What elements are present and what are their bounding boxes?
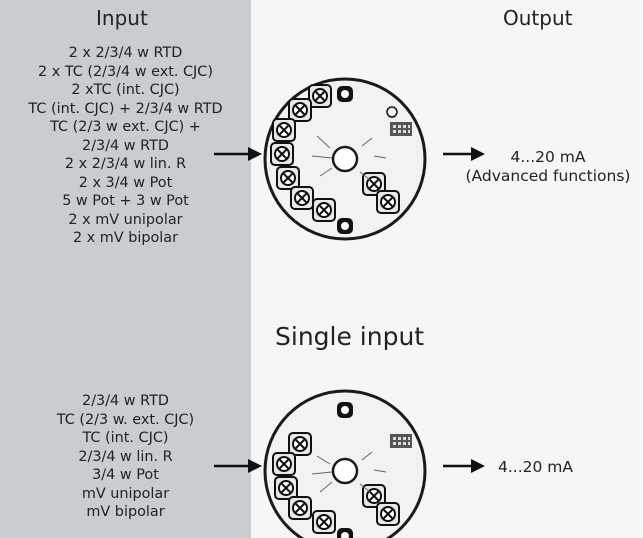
single-input-item: 3/4 w Pot (92, 467, 159, 483)
dual-input-item: 5 w Pot + 3 w Pot (62, 193, 189, 209)
dual-input-list: 2 x 2/3/4 w RTD 2 x TC (2/3/4 w ext. CJC… (0, 44, 251, 248)
pcb-traces (311, 451, 387, 493)
dual-output-label: 4...20 mA (Advanced functions) (453, 148, 643, 186)
dual-output-range: 4...20 mA (510, 148, 586, 166)
terminal-screws (270, 84, 400, 222)
transmitter-device-single (263, 389, 427, 538)
mounting-holes (337, 86, 398, 234)
input-heading: Input (96, 6, 148, 30)
dual-input-item: 2 x 3/4 w Pot (78, 174, 173, 191)
dual-input-item: 2/3/4 w RTD (82, 137, 169, 154)
dual-input-item: 2 x TC (2/3/4 w ext. CJC) (38, 63, 213, 80)
dual-input-item: 2 x mV bipolar (72, 230, 179, 246)
dual-input-item: TC (int. CJC) + 2/3/4 w RTD (28, 100, 223, 117)
single-input-title: Single input (275, 322, 425, 351)
output-heading: Output (503, 6, 573, 30)
input-arrow (214, 147, 262, 161)
single-input-item: TC (2/3 w. ext. CJC) (56, 411, 195, 428)
dual-input-item: 2 x 2/3/4 w lin. R (64, 156, 187, 172)
single-input-arrow (214, 459, 262, 473)
dual-input-item: 2 x mV unipolar (68, 211, 183, 228)
single-input-item: 2/3/4 w lin. R (78, 448, 173, 465)
pcb-traces (311, 135, 387, 181)
single-input-item: mV bipolar (86, 504, 165, 520)
input-panel (0, 0, 251, 538)
single-input-item: mV unipolar (81, 485, 170, 502)
dual-output-note: (Advanced functions) (465, 167, 631, 185)
configuration-connector (390, 434, 412, 448)
output-arrow (443, 147, 485, 161)
transmitter-device-dual (263, 77, 427, 241)
mounting-holes (337, 402, 353, 538)
dual-input-item: 2 x 2/3/4 w RTD (68, 45, 183, 61)
single-input-item: TC (int. CJC) (82, 430, 169, 446)
dual-input-item: 2 xTC (int. CJC) (71, 82, 180, 98)
configuration-connector (390, 122, 412, 136)
terminal-screws (272, 432, 400, 534)
single-input-item: 2/3/4 w RTD (82, 393, 169, 409)
single-output-label: 4...20 mA (498, 458, 573, 476)
dual-input-item: TC (2/3 w ext. CJC) + (50, 119, 201, 135)
single-output-arrow (443, 459, 485, 473)
single-input-list: 2/3/4 w RTD TC (2/3 w. ext. CJC) TC (int… (0, 392, 251, 522)
